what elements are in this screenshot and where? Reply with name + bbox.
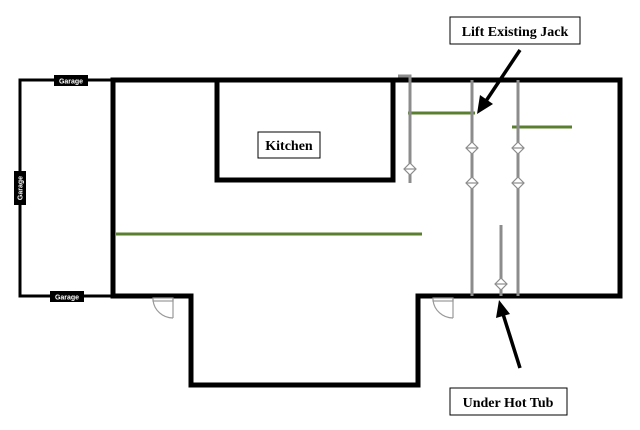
jack-icon <box>494 277 508 291</box>
garage-label-bottom: Garage <box>55 295 79 302</box>
jack-markers <box>403 141 525 291</box>
post-line-1 <box>398 74 412 183</box>
beams <box>116 111 572 236</box>
jack-icon <box>511 141 525 155</box>
jack-icon <box>465 176 479 190</box>
jack-icon <box>465 141 479 155</box>
hot-tub-callout: Under Hot Tub <box>463 396 554 411</box>
posts <box>398 74 520 296</box>
jack-icon <box>403 162 417 176</box>
jack-icon <box>511 176 525 190</box>
kitchen-walls <box>214 80 396 183</box>
garage-outline <box>18 78 113 298</box>
garage-label-side: Garage <box>18 176 25 200</box>
door-right <box>432 297 454 319</box>
arrow-icon <box>477 49 522 114</box>
garage-label-top: Garage <box>59 79 83 86</box>
door-left <box>152 297 174 319</box>
lift-jack-callout: Lift Existing Jack <box>462 25 569 40</box>
kitchen-label: Kitchen <box>265 139 313 154</box>
house-walls <box>110 77 623 388</box>
arrow-icon <box>496 300 522 369</box>
